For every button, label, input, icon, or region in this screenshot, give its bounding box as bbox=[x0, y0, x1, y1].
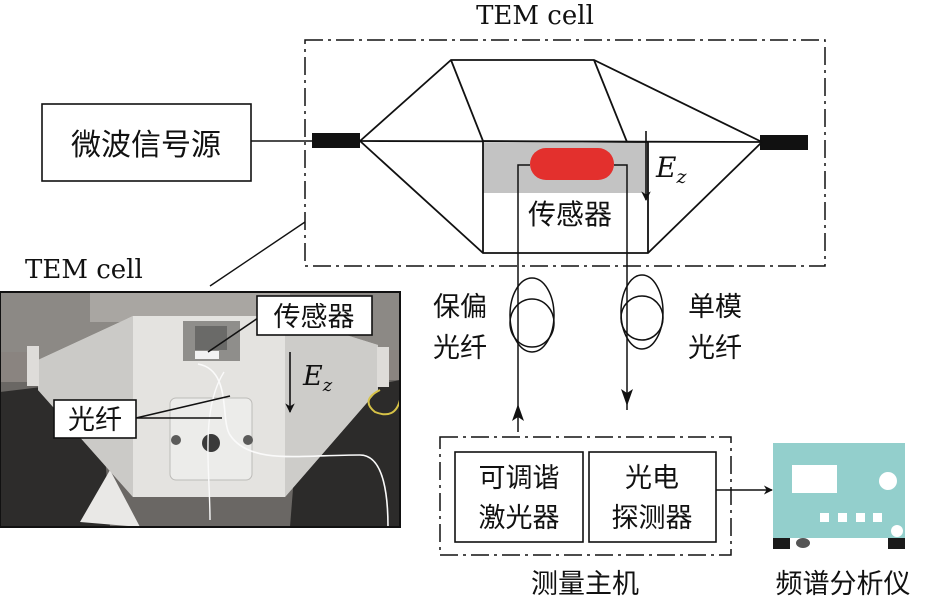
input-connector bbox=[312, 133, 360, 148]
pm-fiber-arrow bbox=[512, 404, 524, 421]
pm-fiber-label-2: 光纤 bbox=[433, 333, 487, 364]
sm-fiber-label-1: 单模 bbox=[688, 292, 742, 323]
spectrum-analyzer-icon bbox=[773, 443, 905, 549]
photo-title: TEM cell bbox=[25, 255, 143, 285]
photo-leader-line bbox=[209, 221, 306, 287]
photo-field-label: Ez bbox=[302, 361, 333, 396]
laser-label-2: 激光器 bbox=[479, 503, 560, 534]
pm-fiber-label-1: 保偏 bbox=[433, 292, 487, 323]
field-label: Ez bbox=[655, 151, 687, 188]
photo-frame bbox=[0, 291, 401, 528]
spectrum-analyzer-label: 频谱分析仪 bbox=[776, 569, 911, 600]
measurement-host-boundary bbox=[439, 436, 732, 556]
sensor-element bbox=[530, 148, 614, 180]
sm-fiber-coil-icon bbox=[620, 274, 664, 350]
pm-fiber-coil-icon bbox=[509, 277, 555, 353]
tunable-laser-box: 可调谐 激光器 bbox=[454, 451, 584, 543]
sm-fiber-line bbox=[614, 164, 628, 410]
sm-fiber-label-2: 光纤 bbox=[688, 333, 742, 364]
tem-cell-boundary bbox=[304, 39, 826, 267]
photo-fiber-label: 光纤 bbox=[68, 405, 122, 436]
tem-cell-shape bbox=[359, 59, 763, 254]
tem-cell-title: TEM cell bbox=[476, 1, 594, 31]
output-connector bbox=[760, 135, 808, 150]
measurement-host-label: 测量主机 bbox=[531, 569, 639, 600]
photo-fiber-callout: 光纤 bbox=[53, 395, 231, 439]
detector-label-2: 探测器 bbox=[612, 503, 693, 534]
sm-fiber-arrow bbox=[621, 389, 633, 406]
microwave-source-box: 微波信号源 bbox=[41, 103, 252, 182]
detector-label-1: 光电 bbox=[625, 463, 679, 494]
laser-label-1: 可调谐 bbox=[479, 463, 560, 494]
photodetector-box: 光电 探测器 bbox=[588, 451, 717, 543]
sensor-label: 传感器 bbox=[528, 198, 612, 231]
microwave-source-label: 微波信号源 bbox=[71, 128, 221, 163]
photo-sensor-label: 传感器 bbox=[274, 302, 355, 333]
photo-sensor-callout: 传感器 bbox=[207, 295, 373, 353]
